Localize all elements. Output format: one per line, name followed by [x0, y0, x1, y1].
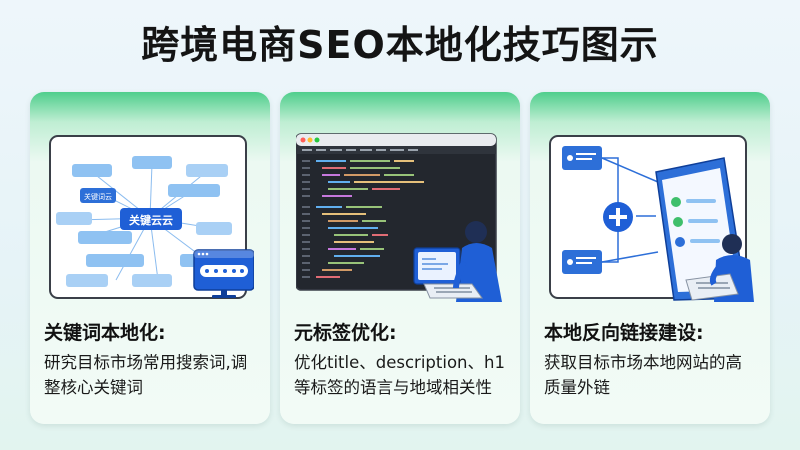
person-with-keyboard — [685, 234, 754, 302]
person-with-laptop — [413, 221, 502, 302]
card-text-block: 元标签优化: 优化title、description、h1等标签的语言与地域相关… — [294, 320, 508, 400]
card-text-block: 本地反向链接建设: 获取目标市场本地网站的高质量外链 — [544, 320, 758, 400]
code-lines — [302, 160, 424, 278]
card-local-backlink-building: 本地反向链接建设: 获取目标市场本地网站的高质量外链 — [530, 92, 770, 424]
center-keyword-node — [120, 208, 182, 230]
window-minimize-dot — [307, 137, 313, 143]
page-title: 跨境电商SEO本地化技巧图示 — [141, 23, 659, 67]
code-editor-illustration — [296, 133, 502, 302]
card-heading: 关键词本地化: — [44, 322, 166, 344]
link-source-top — [562, 146, 602, 170]
card-description: 研究目标市场常用搜索词,调整核心关键词 — [44, 353, 248, 397]
card-keyword-localization: 关键云云 关键词云 关键词本地化: 研究目标市场常用搜索词,调整核心关键词 — [30, 92, 270, 424]
card-heading: 元标签优化: — [294, 322, 397, 344]
window-close-dot — [300, 137, 306, 143]
plus-icon — [603, 202, 633, 232]
keyword-badge-label: 关键词云 — [84, 192, 112, 201]
editor-menu-bar — [302, 149, 418, 151]
card-description: 优化title、description、h1等标签的语言与地域相关性 — [294, 353, 505, 397]
card-heading: 本地反向链接建设: — [544, 322, 704, 344]
center-keyword-label: 关键云云 — [129, 213, 173, 227]
keyword-cloud-illustration: 关键云云 关键词云 — [49, 135, 254, 299]
backlink-connectors — [601, 157, 659, 263]
card-meta-tag-optimization: 元标签优化: 优化title、description、h1等标签的语言与地域相关… — [280, 92, 520, 424]
card-text-block: 关键词本地化: 研究目标市场常用搜索词,调整核心关键词 — [44, 320, 258, 400]
card-description: 获取目标市场本地网站的高质量外链 — [544, 353, 742, 397]
backlink-network-illustration — [549, 135, 754, 302]
monitor-icon — [193, 249, 254, 298]
link-source-bottom — [562, 250, 602, 274]
window-maximize-dot — [314, 137, 320, 143]
